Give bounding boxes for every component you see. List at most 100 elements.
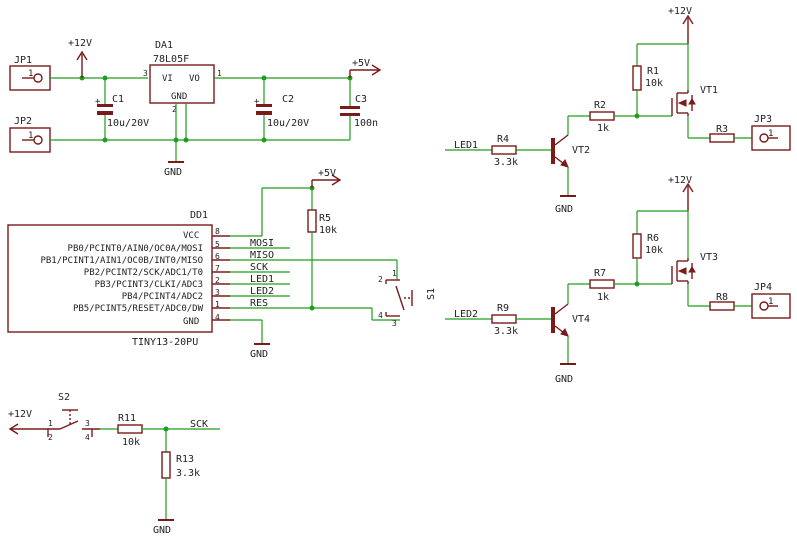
resistor-r4[interactable]: R4 3.3k: [445, 134, 552, 168]
r6-value: 10k: [645, 245, 663, 256]
v5-mcu-label: +5V: [318, 168, 336, 179]
s1-pin3: 3: [392, 319, 397, 328]
transistor-vt2[interactable]: VT2 GND: [551, 116, 590, 215]
mosfet-vt3[interactable]: VT3: [671, 252, 718, 284]
net-led2-input: LED2: [454, 309, 478, 320]
switch-s1[interactable]: 2 1 4 3 S1: [371, 260, 437, 328]
resistor-r8[interactable]: R8: [688, 292, 752, 311]
mcu-pin-name-pb3: PB3/PCINT3/CLKI/ADC3: [95, 280, 203, 290]
r13-value: 3.3k: [176, 468, 200, 479]
r3-ref: R3: [716, 124, 728, 135]
mcu-pin-num-pb0: 5: [215, 240, 220, 249]
connector-jp4[interactable]: JP4 1: [751, 282, 791, 319]
s1-pin2: 2: [378, 275, 383, 284]
r8-ref: R8: [716, 292, 728, 303]
s2-pin3: 3: [85, 419, 90, 428]
r5-ref: R5: [319, 213, 331, 224]
jp3-label: JP3: [754, 114, 772, 125]
r1-value: 10k: [645, 78, 663, 89]
da1-pin-vo: VO: [189, 74, 200, 84]
gnd-vt4-label: GND: [555, 374, 573, 385]
mcu-pin-num-pb3: 2: [215, 276, 220, 285]
gnd-supply-label: GND: [164, 167, 182, 178]
s2-pin1: 1: [48, 419, 53, 428]
r13-ref: R13: [176, 454, 194, 465]
da1-value: 78L05F: [153, 54, 189, 65]
resistor-r13[interactable]: R13 3.3k GND: [153, 429, 200, 536]
resistor-r6[interactable]: R6 10k: [632, 211, 663, 284]
resistor-r3[interactable]: R3: [688, 124, 752, 143]
capacitor-c3[interactable]: C3 100n: [340, 78, 378, 140]
mcu-pin-num-pb2: 7: [215, 264, 220, 273]
svg-text:+: +: [95, 97, 101, 107]
capacitor-c2[interactable]: + C2 10u/20V: [254, 78, 309, 140]
s1-pin1: 1: [392, 269, 397, 278]
jp4-pin: 1: [768, 297, 773, 307]
da1-pin3: 3: [143, 69, 148, 78]
mosfet-vt1[interactable]: VT1: [671, 85, 718, 116]
r9-value: 3.3k: [494, 326, 518, 337]
jp4-label: JP4: [754, 282, 772, 293]
resistor-r1[interactable]: R1 10k: [632, 44, 663, 116]
r5-value: 10k: [319, 225, 337, 236]
vt2-ref: VT2: [572, 145, 590, 156]
mcu-pin-name-pb4: PB4/PCINT4/ADC2: [122, 292, 203, 302]
resistor-r11[interactable]: R11 10k: [100, 413, 220, 448]
r11-ref: R11: [118, 413, 136, 424]
transistor-vt4[interactable]: VT4 GND: [551, 284, 590, 385]
da1-pin-vi: VI: [162, 74, 173, 84]
net-led1: LED1: [250, 274, 274, 285]
net-led2: LED2: [250, 286, 274, 297]
jp2-pin: 1: [28, 131, 33, 141]
jp2-label: JP2: [14, 116, 32, 127]
s2-ref: S2: [58, 392, 70, 403]
connector-jp3[interactable]: JP3 1: [751, 114, 791, 151]
resistor-r7[interactable]: R7 1k: [568, 268, 672, 303]
c2-ref: C2: [282, 94, 294, 105]
resistor-r2[interactable]: R2 1k: [568, 100, 672, 134]
r11-value: 10k: [122, 437, 140, 448]
c1-ref: C1: [112, 94, 124, 105]
mcu-pin-name-pb2: PB2/PCINT2/SCK/ADC1/T0: [84, 268, 203, 278]
connector-jp1[interactable]: JP1 1: [9, 55, 51, 91]
dd1-ref: DD1: [190, 210, 208, 221]
da1-pin1: 1: [217, 69, 222, 78]
capacitor-c1[interactable]: + C1 10u/20V: [95, 78, 149, 140]
s1-ref: S1: [426, 288, 437, 300]
net-sck-switch: SCK: [190, 419, 208, 430]
gnd-vt2-label: GND: [555, 204, 573, 215]
mcu-pin-num-pb5: 1: [215, 300, 220, 309]
connector-jp2[interactable]: JP2 1: [9, 116, 51, 153]
r4-ref: R4: [497, 134, 509, 145]
mcu-pin-num-gnd: 4: [215, 313, 220, 322]
c2-value: 10u/20V: [267, 118, 309, 129]
r7-ref: R7: [594, 268, 606, 279]
r9-ref: R9: [497, 303, 509, 314]
mcu-pin-name-pb0: PB0/PCINT0/AIN0/OC0A/MOSI: [68, 244, 203, 254]
svg-text:+: +: [254, 97, 260, 107]
v5-top-label: +5V: [352, 58, 370, 69]
resistor-r5[interactable]: R5 10k: [307, 188, 337, 308]
r1-ref: R1: [647, 66, 659, 77]
c3-value: 100n: [354, 118, 378, 129]
v12-top-label: +12V: [68, 38, 92, 49]
c1-value: 10u/20V: [107, 118, 149, 129]
mcu-dd1[interactable]: DD1 TINY13-20PU VCC PB0/PCINT0/AIN0/OC0A…: [7, 210, 220, 348]
switch-s2[interactable]: S2 1 2 3 4: [40, 392, 100, 442]
r7-value: 1k: [597, 292, 609, 303]
mcu-pin-name-vcc: VCC: [183, 231, 199, 241]
v12-ch2-label: +12V: [668, 175, 692, 186]
net-miso: MISO: [250, 250, 274, 261]
regulator-da1[interactable]: DA1 78L05F VI VO GND 3 1 2: [143, 40, 222, 114]
mcu-pin-num-pb1: 6: [215, 252, 220, 261]
net-mosi: MOSI: [250, 238, 274, 249]
net-sck: SCK: [250, 262, 268, 273]
c3-ref: C3: [355, 94, 367, 105]
jp3-pin: 1: [768, 129, 773, 139]
da1-pin2: 2: [172, 105, 177, 114]
v12-s2-label: +12V: [8, 409, 32, 420]
mcu-pin-name-pb5: PB5/PCINT5/RESET/ADC0/DW: [73, 304, 204, 314]
net-res: RES: [250, 298, 268, 309]
s2-pin2: 2: [48, 433, 53, 442]
resistor-r9[interactable]: R9 3.3k: [445, 303, 552, 337]
